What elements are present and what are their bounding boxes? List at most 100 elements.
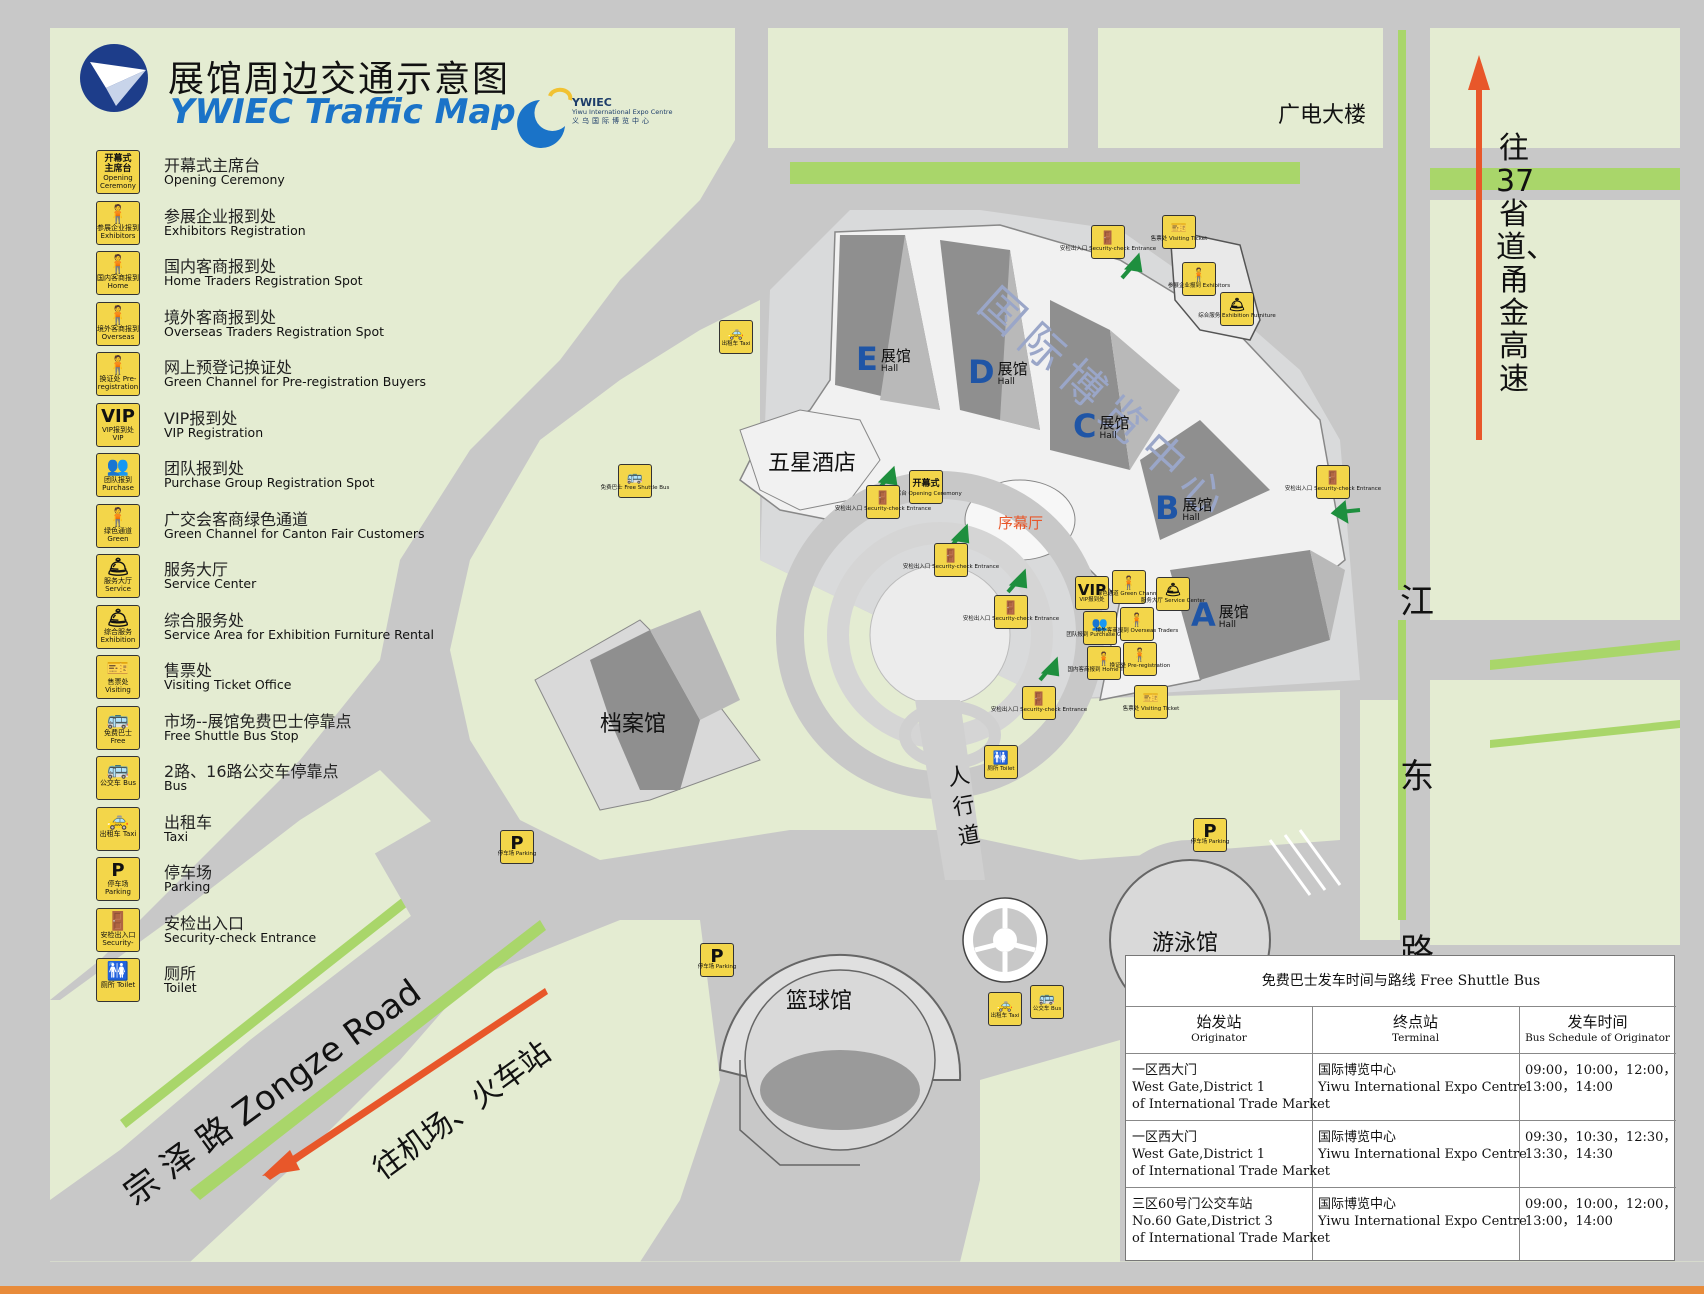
grass-strip-ne: [1430, 168, 1680, 190]
label-prelude-hall: 序幕厅: [998, 514, 1044, 532]
map-prereg-icon: 🧍换证处 Pre-registration: [1110, 642, 1170, 676]
map-ticket-icon-1: 🎫售票处 Visiting Ticket: [1151, 215, 1207, 249]
schedule-cell-times: 09:00，10:00，12:00，13:00，14:00: [1525, 1196, 1676, 1230]
exhibitors-registration-icon: 🧍参展企业报到 Exhibitors Registration: [96, 200, 140, 245]
map-title-zh: 展馆周边交通示意图: [168, 59, 511, 100]
legend-label-en: VIP Registration: [164, 424, 264, 440]
legend-item: 🎫售票处 Visiting Ticket售票处Visiting Ticket O…: [96, 655, 516, 703]
legend-icon-caption: 厕所 Toilet: [100, 981, 136, 989]
map-logo-icon: [80, 44, 148, 112]
legend-label-zh: VIP报到处: [164, 408, 238, 428]
schedule-cell-line: 国际博览中心: [1318, 1130, 1397, 1145]
parking-stripes: [1268, 829, 1342, 896]
label-swimming: 游泳馆: [1152, 931, 1219, 956]
legend-label-en: Free Shuttle Bus Stop: [164, 727, 299, 743]
legend-icon-caption: 团队报到 Purchase Group: [102, 476, 134, 492]
legend-label-en: Overseas Traders Registration Spot: [164, 323, 385, 339]
schedule-cell-line: of International Trade Market: [1132, 1097, 1331, 1112]
label-basketball: 篮球馆: [786, 989, 853, 1014]
green-area-north2: [1098, 28, 1383, 148]
grass-strip-e2: [1398, 620, 1406, 920]
grass-strip-zongze2: [120, 860, 456, 1128]
legend-icon-glyph: 开幕式 主席台: [104, 154, 132, 174]
legend-item: 👥团队报到 Purchase Group团队报到处Purchase Group …: [96, 453, 516, 501]
legend-label-en: Home Traders Registration Spot: [164, 273, 363, 288]
legend-item: 🛎综合服务 Exhibition Furniture Rental综合服务处Se…: [96, 604, 516, 653]
schedule-cell-line: West Gate,District 1: [1132, 1080, 1265, 1095]
green-area-west: [50, 28, 735, 1000]
taxi-icon: 🚕出租车 Taxi: [96, 806, 140, 851]
map-shuttle-bus-icon: 🚌免费巴士 Free Shuttle Bus: [601, 464, 669, 498]
label-guangdian: 广电大楼: [1278, 103, 1367, 128]
legend-item: 🧍参展企业报到 Exhibitors Registration参展企业报到处Ex…: [96, 200, 516, 249]
green-area-north1: [768, 28, 1068, 148]
small-block: [374, 798, 516, 932]
legend-label-en: Visiting Ticket Office: [164, 677, 292, 692]
legend-label-zh: 市场--展馆免费巴士停靠点: [164, 711, 352, 731]
schedule-cell-origin: 一区西大门 West Gate,District 1 of Internationa…: [1132, 1062, 1330, 1113]
plaza-center: [869, 564, 1011, 706]
grass-strip-e1: [1398, 30, 1406, 590]
legend-icon-glyph: 🧍: [106, 506, 130, 528]
legend-item: 🛎服务大厅 Service Center服务大厅Service Center: [96, 554, 516, 602]
legend-label-zh: 网上预登记换证处: [164, 358, 293, 377]
legend-icon-caption: 安检出入口 Security-check Entrance: [100, 930, 136, 947]
schedule-cell-line: Yiwu International Expo Centre: [1318, 1147, 1527, 1162]
shuttle-bus-icon: 🚌免费巴士 Free Shuttle Bus: [96, 705, 140, 750]
plaza-walkway: [915, 700, 985, 880]
legend-label-zh: 国内客商报到处: [164, 257, 277, 276]
hotel-building: [739, 409, 881, 511]
map-security-icon-3: 🚪安检出入口 Security-check Entrance: [835, 485, 931, 519]
legend-icon-caption: VIP报到处 VIP Registration: [101, 425, 135, 442]
schedule-cell-line: 13:00，14:00: [1525, 1080, 1613, 1095]
legend-label-zh: 售票处: [164, 661, 213, 680]
legend-label-zh: 停车场: [164, 863, 213, 882]
schedule-cell-line: Yiwu International Expo Centre: [1318, 1080, 1527, 1095]
legend-icon-caption: 换证处 Pre-registration Spot: [97, 375, 139, 391]
legend-icon-caption: 国内客商报到 Home Traders: [97, 274, 139, 290]
grass-strip-north: [790, 162, 1300, 184]
legend-icon-glyph: 🚪: [106, 910, 130, 932]
legend-label-en: Security-check Entrance: [164, 929, 317, 945]
grass-strip-zongze: [190, 920, 546, 1200]
legend-icon-caption: 境外客商报到 Overseas Traders: [97, 324, 139, 341]
legend-label-en: Bus: [164, 778, 188, 793]
legend-icon-glyph: 👥: [106, 456, 130, 477]
home-traders-icon: 🧍国内客商报到 Home Traders: [96, 251, 140, 295]
schedule-cell-line: 一区西大门: [1132, 1063, 1198, 1078]
hall-a-roof-light: [1310, 550, 1345, 640]
schedule-cell-terminal: 国际博览中心 Yiwu International Expo Centre: [1318, 1129, 1527, 1163]
legend-icon-glyph: 🚌: [106, 759, 130, 780]
legend-label-zh: 服务大厅: [164, 560, 229, 579]
legend-icon-caption: 公交车 Bus: [99, 779, 137, 787]
legend-icon-glyph: 🚕: [106, 809, 130, 831]
legend-label-zh: 广交会客商绿色通道: [164, 509, 309, 529]
schedule-cell-times: 09:00，10:00，12:00，13:00，14:00: [1525, 1062, 1676, 1096]
map-taxi-icon-2: 🚕出租车 Taxi: [988, 992, 1022, 1026]
legend-label-en: Service Center: [164, 576, 257, 591]
legend-icon-caption: 售票处 Visiting Ticket: [105, 678, 131, 694]
legend-icon-glyph: 🧍: [106, 203, 130, 225]
schedule-cell-line: West Gate,District 1: [1132, 1147, 1265, 1162]
green-area-e1: [1430, 200, 1680, 620]
map-security-icon-1: 🚪安检出入口 Security-check Entrance: [1060, 225, 1156, 259]
